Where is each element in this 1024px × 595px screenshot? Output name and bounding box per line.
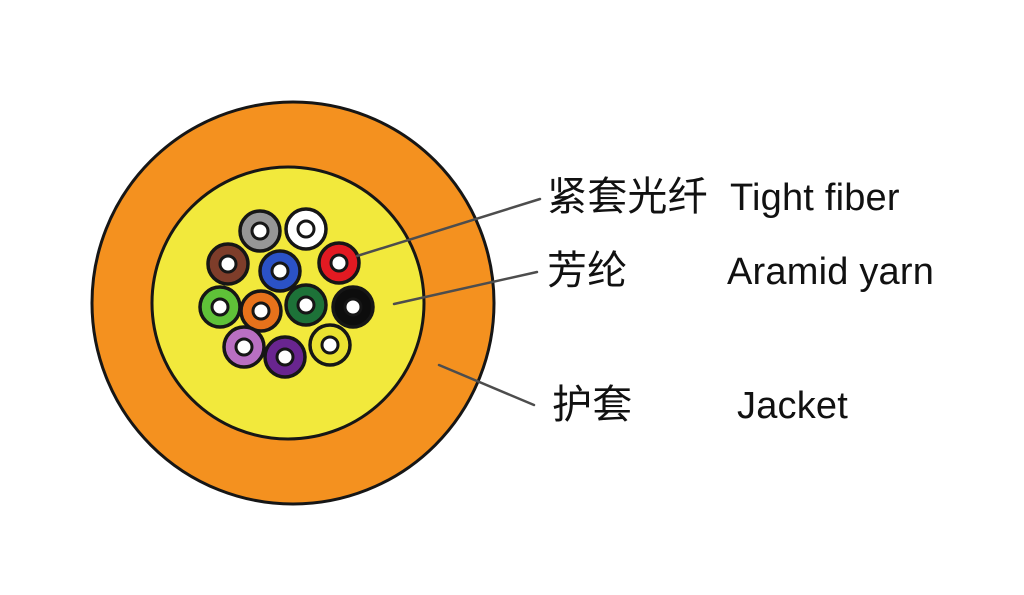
fiber-dark-green-core	[296, 295, 316, 315]
jacket-label-en: Jacket	[737, 385, 849, 427]
aramid-yarn-label-zh: 芳纶	[547, 249, 628, 293]
leader-line-jacket	[437, 363, 536, 407]
fiber-white-core	[296, 219, 316, 239]
fiber-lime-green-core	[210, 297, 230, 317]
fiber-yellow-core	[320, 335, 340, 355]
fiber-blue-core	[270, 261, 290, 281]
fiber-slate-core	[250, 221, 270, 241]
aramid-yarn-label-en: Aramid yarn	[727, 251, 935, 293]
tight-fiber-label-zh: 紧套光纤	[547, 175, 708, 219]
fiber-orange-core	[251, 301, 271, 321]
jacket-label-zh: 护套	[552, 383, 633, 427]
fiber-red-core	[329, 253, 349, 273]
fiber-brown-core	[218, 254, 238, 274]
leader-line-tight-fiber	[355, 197, 542, 258]
leader-line-aramid-yarn	[392, 270, 539, 306]
fiber-violet-core	[275, 347, 295, 367]
fiber-rose-core	[234, 337, 254, 357]
tight-fiber-label-en: Tight fiber	[730, 177, 900, 219]
fiber-black-core	[343, 297, 363, 317]
